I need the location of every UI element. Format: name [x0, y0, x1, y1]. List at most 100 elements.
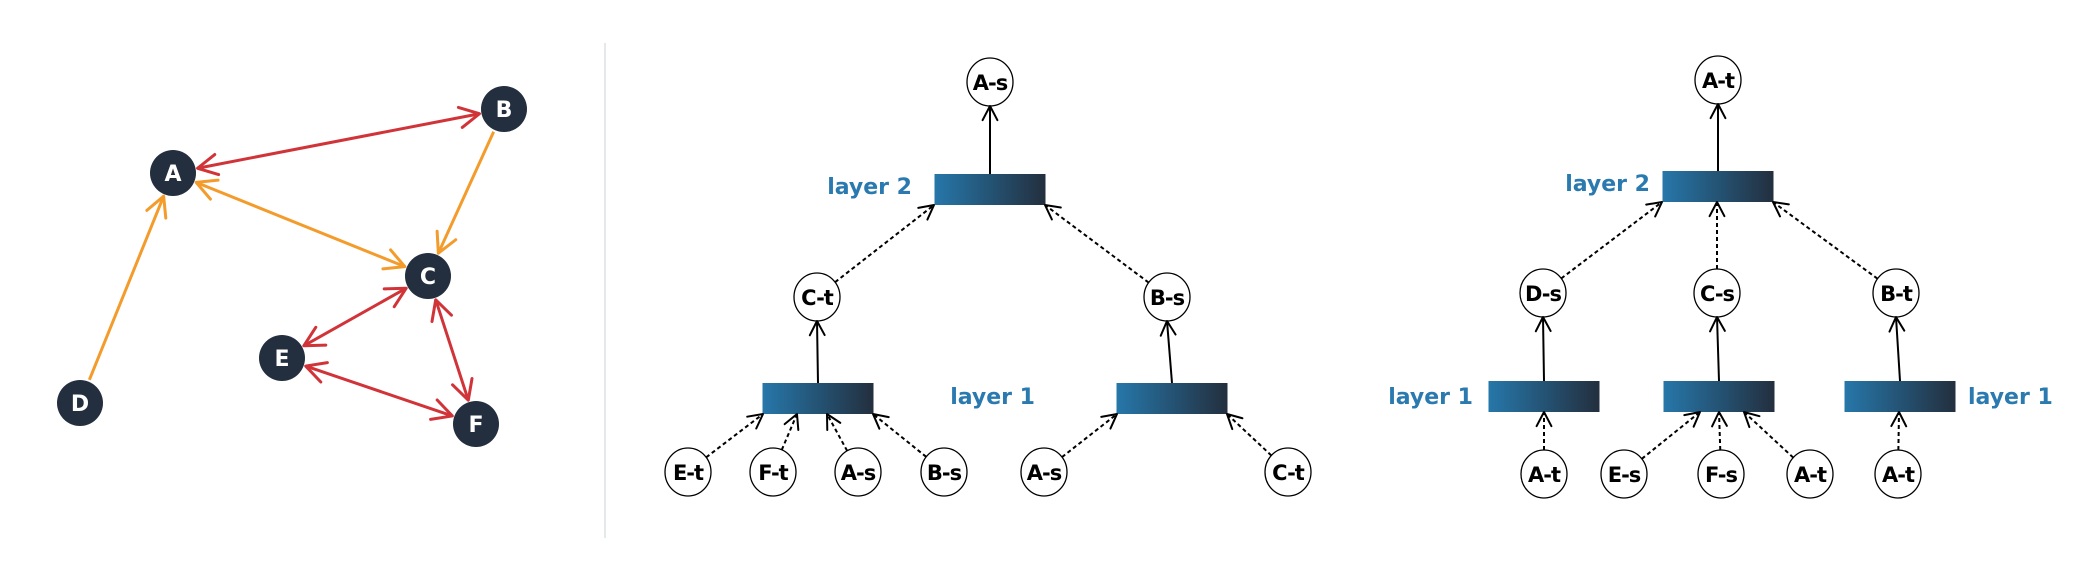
- intermediate-node: B-t: [1872, 268, 1920, 318]
- tree-node-label: A-s: [1027, 461, 1062, 485]
- tree-node-circle: [1697, 449, 1745, 499]
- arrowhead-icon: [1100, 413, 1118, 430]
- arrowhead-icon: [1708, 201, 1726, 218]
- intermediate-node: C-s: [1693, 268, 1741, 318]
- layer-1-label: layer 1: [1388, 385, 1473, 410]
- solid-edge: [1888, 316, 1906, 382]
- input-node: E-s: [1600, 449, 1648, 499]
- tree-node-label: A-t: [1528, 463, 1561, 487]
- dashed-edge: [1061, 413, 1118, 458]
- edge-line: [705, 413, 764, 459]
- graph-node-b: B: [481, 86, 527, 132]
- dashed-edge: [1535, 411, 1553, 450]
- arrowhead-icon: [1709, 316, 1726, 333]
- node-label: A: [164, 162, 181, 187]
- node-label: E: [274, 347, 289, 372]
- node-circle: [405, 253, 451, 299]
- input-node: A-t: [1874, 449, 1922, 499]
- edge-line: [434, 299, 470, 401]
- input-node: B-s: [920, 447, 968, 497]
- tree-node-label: E-s: [1608, 463, 1641, 487]
- edge-line: [1560, 201, 1663, 280]
- tree-node-circle: [1600, 449, 1648, 499]
- edge-line: [1061, 413, 1118, 458]
- arrowhead-icon: [1711, 411, 1728, 428]
- tree-node-label: A-s: [973, 71, 1008, 95]
- arrowhead-icon: [1535, 411, 1553, 428]
- edge-line: [1772, 201, 1879, 280]
- arrowhead-icon: [382, 286, 408, 309]
- edge-line: [1716, 316, 1720, 382]
- intermediate-node: D-s: [1519, 268, 1567, 318]
- intermediate-node: B-s: [1143, 272, 1191, 322]
- solid-edge: [1534, 316, 1552, 382]
- arrowhead-icon: [451, 377, 474, 402]
- edge-line: [305, 364, 453, 418]
- edge-d-a: [87, 194, 168, 381]
- node-circle: [453, 401, 499, 447]
- layer-1-group-2: B-tA-t: [1772, 201, 1956, 499]
- dashed-edge: [1743, 411, 1794, 459]
- edge-e-f: [304, 361, 454, 421]
- graph-node-e: E: [259, 335, 305, 381]
- dashed-edge: [1560, 201, 1663, 280]
- layer-1-box: [762, 383, 874, 414]
- tree-node-label: A-s: [841, 461, 876, 485]
- input-node: E-t: [664, 447, 712, 497]
- layer-1-group-1: B-sA-s C-t: [1020, 204, 1312, 497]
- tree-node-label: C-t: [801, 286, 834, 310]
- edge-line: [87, 195, 166, 381]
- edge-line: [1044, 204, 1150, 284]
- dashed-edge: [1641, 411, 1701, 460]
- input-node: F-t: [749, 447, 797, 497]
- dashed-edge: [872, 413, 927, 458]
- arrowhead-icon: [145, 194, 168, 220]
- arrowhead-icon: [304, 361, 329, 384]
- layer-1-group-1: C-sE-s F-s A-t: [1600, 201, 1834, 499]
- tree-node-label: C-s: [1700, 282, 1735, 306]
- layer-1-box: [1488, 381, 1600, 412]
- arrowhead-icon: [1159, 320, 1177, 337]
- arrowhead-icon: [456, 105, 481, 129]
- arrowhead-icon: [196, 153, 221, 177]
- dashed-edge: [705, 413, 764, 459]
- edge-line: [303, 286, 407, 348]
- intermediate-node: C-t: [793, 272, 841, 322]
- edge-line: [1226, 413, 1273, 457]
- input-node: F-s: [1697, 449, 1745, 499]
- dashed-edge: [826, 413, 849, 452]
- node-circle: [481, 86, 527, 132]
- arrowhead-icon: [302, 325, 328, 348]
- tree-node-label: A-t: [1882, 463, 1915, 487]
- tree-node-circle: [1786, 449, 1834, 499]
- edge-line: [436, 131, 496, 254]
- dashed-edge: [1708, 201, 1726, 269]
- input-node: A-t: [1520, 449, 1568, 499]
- arrowhead-icon: [1645, 201, 1663, 218]
- arrowhead-icon: [1743, 411, 1761, 429]
- graph-node-a: A: [150, 150, 196, 196]
- edge-line: [197, 112, 480, 170]
- tree-node-label: A-t: [1794, 463, 1827, 487]
- edge-line: [872, 413, 927, 458]
- edge-a-b: [196, 105, 481, 177]
- tree-node-label: C-t: [1272, 461, 1305, 485]
- arrowhead-icon: [1226, 413, 1244, 431]
- edge-line: [1743, 411, 1794, 459]
- layer-1-box: [1663, 381, 1775, 412]
- edge-line: [1897, 411, 1900, 451]
- arrowhead-icon: [430, 298, 453, 323]
- root-node: A-t: [1694, 55, 1742, 105]
- dashed-edge: [834, 204, 935, 283]
- layer-1-group-0: D-sA-t: [1488, 201, 1663, 499]
- tree-node-circle: [1020, 447, 1068, 497]
- edge-c-f: [430, 298, 474, 402]
- layer-1-label: layer 1: [950, 385, 1035, 410]
- solid-edge: [808, 320, 826, 384]
- arrowhead-icon: [381, 248, 407, 271]
